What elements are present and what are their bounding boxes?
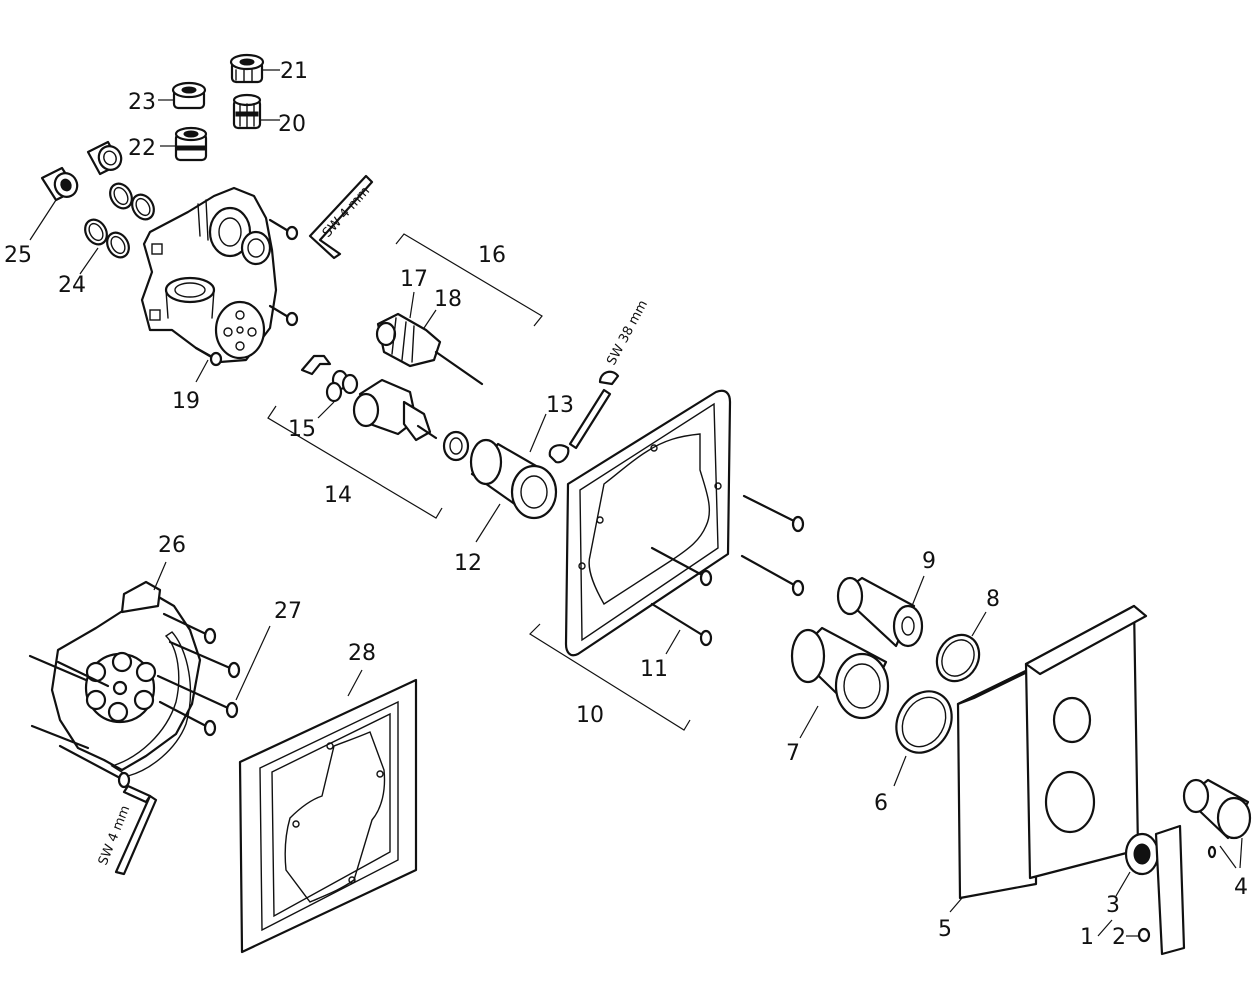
part-22-cartridge: [174, 126, 208, 162]
part-2-grub-screw: [1137, 927, 1151, 943]
wrench-tool: SW 38 mm: [548, 298, 651, 464]
part-24-o-rings: [84, 182, 155, 259]
hex-key-tool-top: SW 4 mm: [308, 174, 373, 260]
callout-19: 19: [172, 389, 200, 414]
leader-3: [1115, 871, 1131, 897]
callout-5: 5: [938, 917, 952, 942]
part-15-clips: [300, 354, 359, 403]
leader-5: [949, 897, 963, 913]
callout-23: 23: [128, 90, 156, 115]
callout-21: 21: [280, 59, 308, 84]
callout-2: 2: [1112, 925, 1126, 950]
part-5-trim-plate: [956, 604, 1148, 900]
part-18-thermo-cartridge: [375, 312, 484, 386]
callout-14: 14: [324, 483, 352, 508]
leader-1-2: [1097, 919, 1113, 937]
callout-18: 18: [434, 287, 462, 312]
part-23-fitting: [171, 81, 207, 110]
leader-4: [1219, 845, 1237, 869]
hex-key-top-label: SW 4 mm: [320, 184, 373, 241]
callout-27: 27: [274, 599, 302, 624]
leader-9: [911, 575, 925, 607]
part-21-fitting: [229, 53, 265, 84]
callout-16: 16: [478, 243, 506, 268]
part-8-ring: [935, 633, 981, 683]
leader-13: [529, 413, 547, 453]
part-12-sleeve: [469, 438, 558, 520]
callout-12: 12: [454, 551, 482, 576]
leader-17: [409, 291, 415, 319]
part-7-large-sleeve: [790, 626, 890, 720]
leader-12: [475, 503, 501, 543]
callout-10: 10: [576, 703, 604, 728]
part-10-frame-plate: [564, 389, 732, 657]
callout-1: 1: [1080, 925, 1094, 950]
part-26-mounting-assembly: [28, 580, 241, 789]
part-9-sleeve: [836, 576, 924, 648]
cartridge-nut: [442, 430, 470, 462]
bracket-16: [395, 233, 543, 327]
leader-4b: [1239, 837, 1243, 869]
leader-6: [893, 755, 907, 787]
callout-13: 13: [546, 393, 574, 418]
bracket-14: [267, 405, 443, 519]
callout-8: 8: [986, 587, 1000, 612]
leader-24: [79, 247, 99, 275]
part-14-cartridge: [352, 378, 438, 442]
part-11-screws: [650, 494, 805, 647]
leader-26: [153, 561, 167, 591]
callout-9: 9: [922, 549, 936, 574]
leader-7: [799, 705, 819, 739]
callout-22: 22: [128, 136, 156, 161]
leader-27: [235, 625, 271, 701]
callout-11: 11: [640, 657, 668, 682]
leader-19: [195, 359, 209, 383]
part-3-lever-handle: [1124, 824, 1186, 956]
part-25-sleeves: [40, 140, 123, 202]
callout-6: 6: [874, 791, 888, 816]
leader-8: [971, 611, 987, 637]
valve-body: [140, 186, 278, 364]
callout-28: 28: [348, 641, 376, 666]
callout-26: 26: [158, 533, 186, 558]
callout-25: 25: [4, 243, 32, 268]
leader-18: [423, 309, 437, 329]
callout-7: 7: [786, 741, 800, 766]
wrench-label: SW 38 mm: [604, 298, 651, 368]
callout-20: 20: [278, 112, 306, 137]
leader-11: [665, 629, 681, 655]
callout-24: 24: [58, 273, 86, 298]
bracket-10: [529, 623, 691, 731]
body-screws: [194, 218, 299, 367]
part-20-check-valve: [232, 93, 262, 130]
callout-4: 4: [1234, 875, 1248, 900]
part-4-knob: [1182, 778, 1252, 859]
leader-15: [317, 401, 335, 419]
leader-25: [29, 199, 57, 241]
part-28-wall-frame: [238, 678, 418, 954]
callout-3: 3: [1106, 893, 1120, 918]
hex-key-tool-bottom: SW 4 mm: [96, 784, 158, 876]
part-6-ring: [895, 690, 953, 754]
callout-17: 17: [400, 267, 428, 292]
leader-28: [347, 669, 363, 697]
